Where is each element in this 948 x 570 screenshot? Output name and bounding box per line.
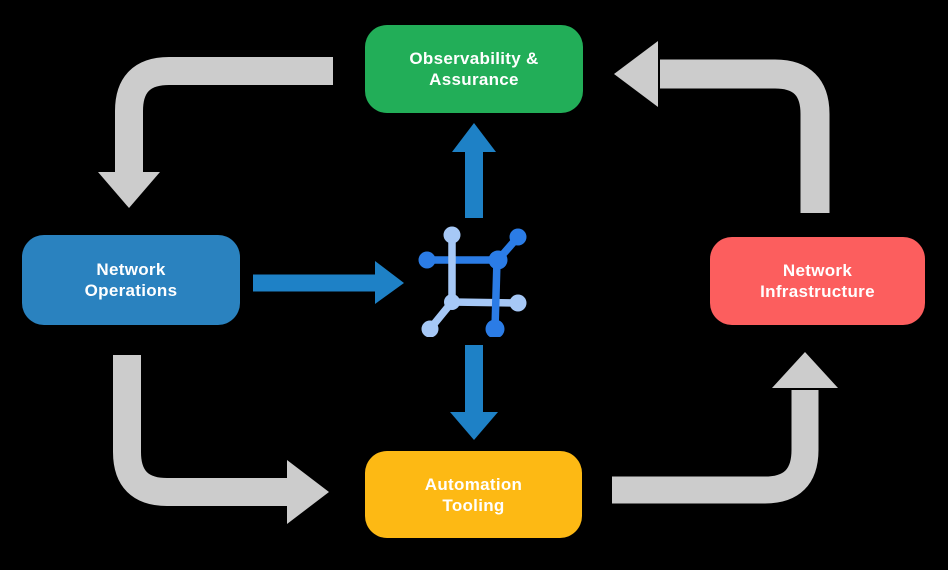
node-label-line: Network [96,260,166,279]
arrow-infrastructure-to-observability [614,41,830,213]
node-label-line: Network [782,261,853,280]
arrow-observability-to-operations [98,57,333,208]
node-label-line: Tooling [442,495,505,515]
node-observability-assurance: Observability & Assurance [365,25,583,113]
arrow-operations-to-center [253,261,404,304]
node-label-line: Automation [424,474,523,494]
arrow-automation-to-infrastructure [612,352,838,504]
arrow-center-to-observability [452,123,496,218]
node-label-line: Operations [84,281,178,300]
arrow-center-to-automation [450,345,498,440]
arrow-operations-to-automation [113,355,329,524]
network-automation-icon [418,226,527,337]
node-label-line: Assurance [429,70,519,89]
node-network-infrastructure: Network Infrastructure [710,237,925,325]
node-label-line: Infrastructure [760,282,875,301]
node-label-line: Observability & [409,49,539,68]
node-automation-tooling: Automation Tooling [365,451,582,538]
node-network-operations: Network Operations [22,235,240,325]
